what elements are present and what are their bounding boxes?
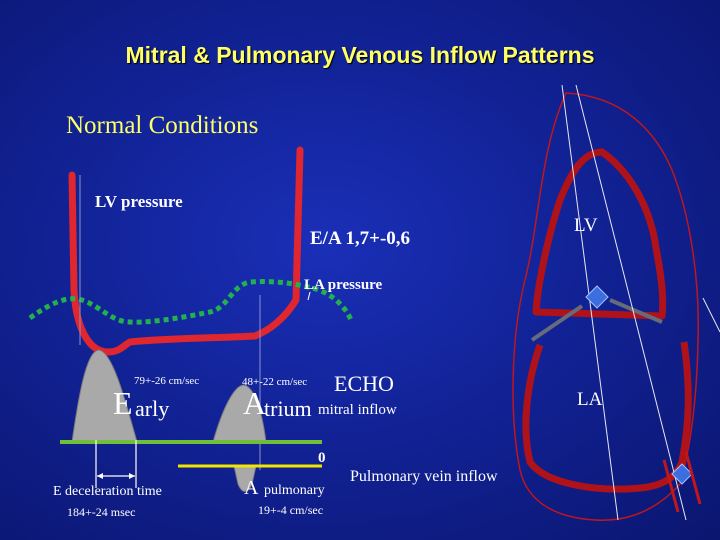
- zero-label: 0: [318, 450, 326, 466]
- doppler-beam-1: [561, 84, 619, 521]
- slide-subtitle: Normal Conditions: [66, 112, 259, 139]
- atrium-rest-label: trium: [264, 396, 312, 421]
- doppler-beam-2: [575, 84, 687, 521]
- slide-title: Mitral & Pulmonary Venous Inflow Pattern…: [125, 42, 595, 68]
- early-rest-label: arly: [135, 396, 170, 421]
- la-label: LA: [577, 389, 603, 410]
- e-decel-label: E deceleration time: [53, 484, 162, 499]
- mitral-leaflet-right: [609, 298, 663, 324]
- early-cap-label: E: [113, 385, 133, 421]
- corner-line: [702, 297, 720, 333]
- decel-arrowhead-left: [97, 473, 103, 479]
- a-pulmonary-cap: A: [244, 477, 259, 499]
- lv-label: LV: [574, 215, 598, 236]
- lv-pressure-label: LV pressure: [95, 192, 183, 211]
- e-decel-value: 184+-24 msec: [67, 505, 136, 519]
- la-pressure-curve: [28, 279, 355, 325]
- la-chamber-outline: [522, 341, 692, 493]
- sample-volume-marker-bottom: [671, 463, 693, 485]
- decel-arrowhead-right: [129, 473, 135, 479]
- lv-chamber-outline: [532, 148, 667, 320]
- atrium-velocity-label: 48+-22 cm/sec: [242, 376, 308, 388]
- lv-pressure-curve: [68, 146, 304, 356]
- a-pulmonary-value: 19+-4 cm/sec: [258, 503, 324, 517]
- pulmonary-vein-wall-right: [684, 451, 702, 505]
- a-wave: [212, 384, 267, 443]
- sample-volume-marker-top: [585, 285, 609, 309]
- pulmonary-vein-wall-left: [662, 459, 680, 513]
- la-pressure-pointer: [307, 291, 311, 301]
- pulmonary-a-wave: [233, 465, 257, 492]
- heart-outer-outline: [512, 92, 699, 521]
- atrium-cap-label: A: [243, 385, 267, 421]
- ea-ratio-label: E/A 1,7+-0,6: [310, 228, 411, 249]
- echo-label: ECHO: [334, 371, 394, 396]
- mitral-inflow-label: mitral inflow: [318, 402, 397, 418]
- mitral-leaflet-left: [530, 304, 584, 342]
- a-pulmonary-rest: pulmonary: [264, 483, 325, 498]
- early-velocity-label: 79+-26 cm/sec: [134, 375, 200, 387]
- e-wave: [71, 349, 138, 443]
- la-pressure-label: LA pressure: [304, 277, 383, 293]
- pulmonary-vein-inflow-label: Pulmonary vein inflow: [350, 468, 498, 485]
